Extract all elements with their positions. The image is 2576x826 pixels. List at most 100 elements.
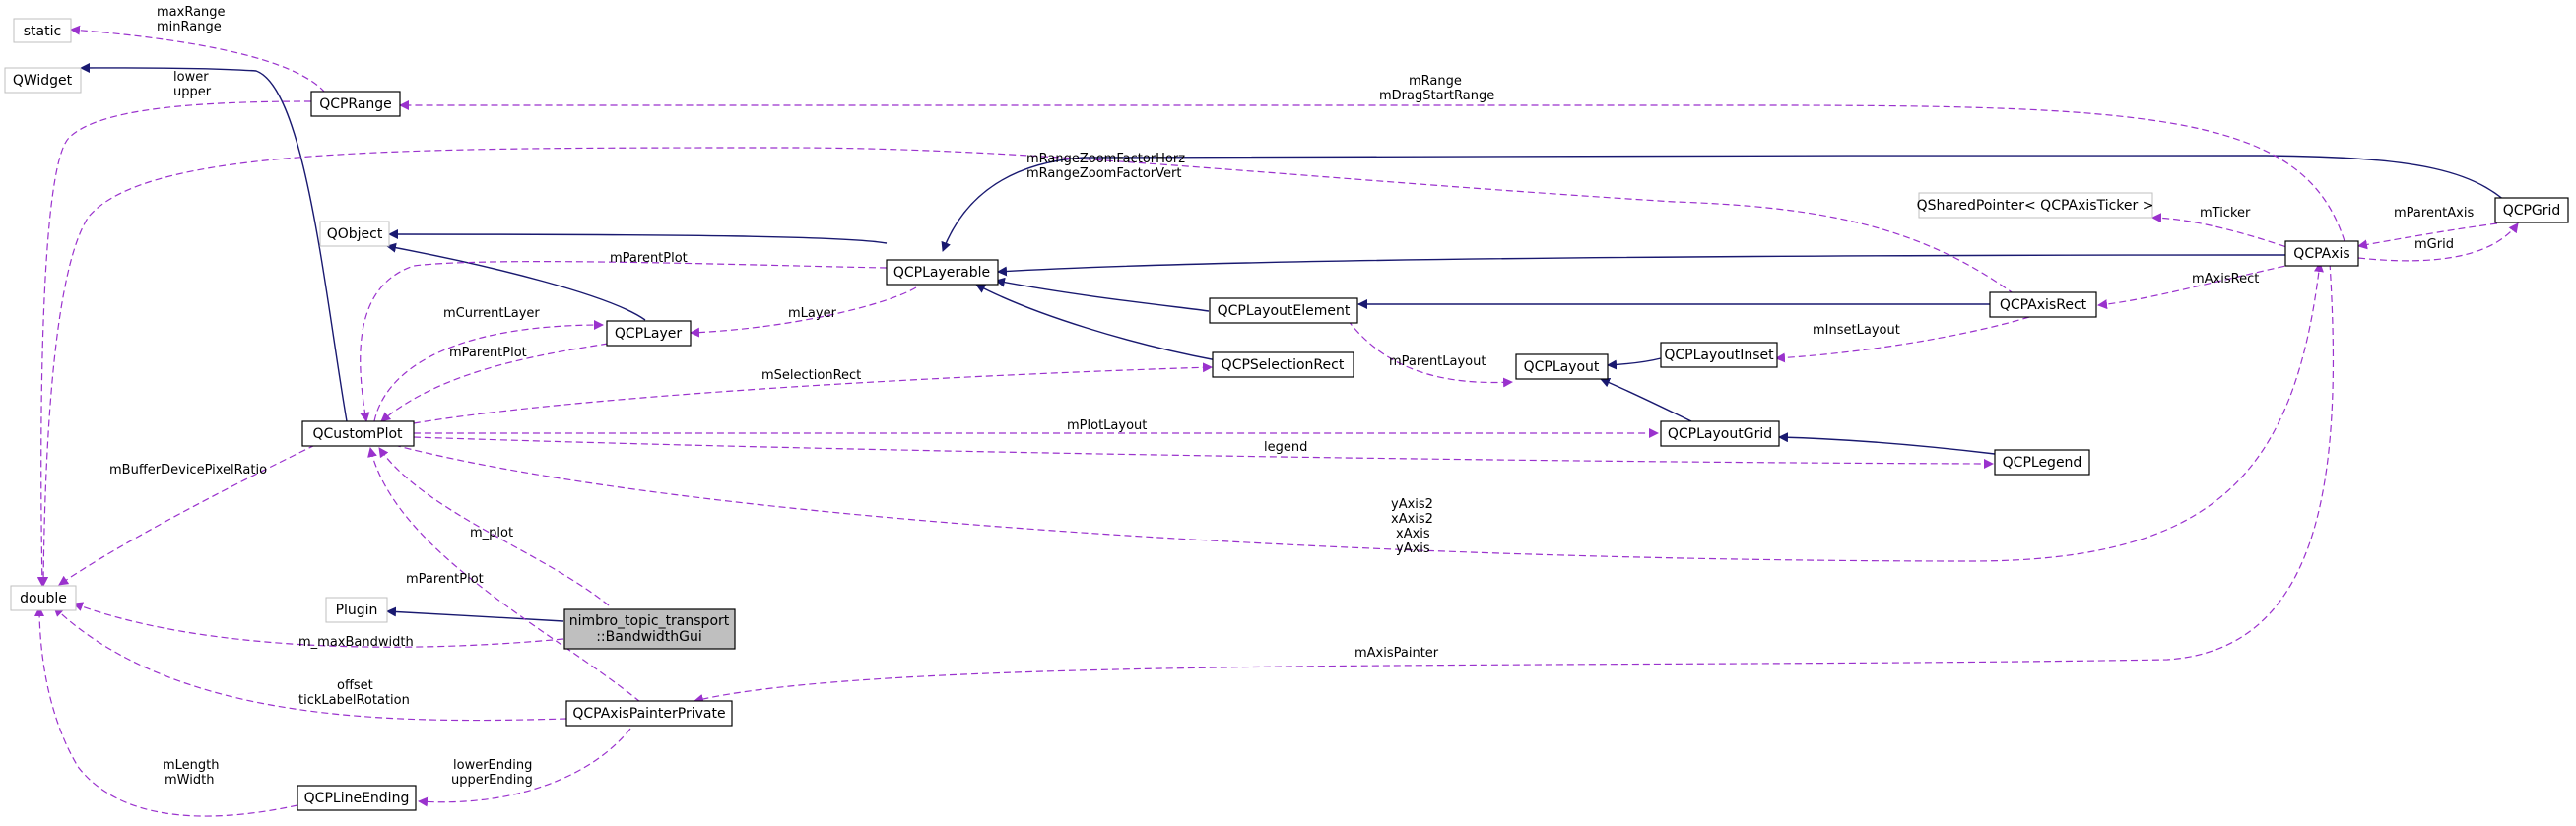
edge-qcpaxispainterprivate-qcplineending bbox=[418, 728, 631, 807]
node-label-qsharedpointer: QSharedPointer< QCPAxisTicker > bbox=[1917, 198, 2154, 214]
node-label-qobject: QObject bbox=[327, 226, 383, 242]
edge-labels: maxRange minRange lower upper mRange mDr… bbox=[109, 5, 2474, 788]
node-qcplayerable[interactable]: QCPLayerable bbox=[886, 259, 999, 286]
node-qcplayoutinset[interactable]: QCPLayoutInset bbox=[1660, 342, 1778, 368]
edge-label-mparentaxis: mParentAxis bbox=[2394, 206, 2474, 221]
edge-qcprange-double bbox=[36, 100, 312, 587]
edge-label-minrange: minRange bbox=[157, 20, 222, 34]
edge-qcpaxis-qcprange bbox=[399, 100, 2345, 242]
node-label-qcpaxispainterprivate: QCPAxisPainterPrivate bbox=[572, 706, 725, 722]
node-qcplineending[interactable]: QCPLineEnding bbox=[297, 785, 417, 811]
node-label-qcplayout: QCPLayout bbox=[1524, 359, 1600, 375]
nodes: static QWidget QObject double Plugin QSh… bbox=[4, 18, 2569, 811]
node-label-plugin: Plugin bbox=[336, 603, 378, 618]
edge-qcpaxis-qcplayerable bbox=[997, 254, 2286, 277]
edge-label-yaxis: yAxis bbox=[1396, 541, 1430, 556]
node-label-bandwidthgui-1: nimbro_topic_transport bbox=[569, 613, 730, 629]
edge-qcpaxis-qsharedpointer bbox=[2151, 213, 2296, 251]
edge-qcplineending-double bbox=[34, 606, 298, 817]
edge-label-upperending: upperEnding bbox=[451, 773, 533, 788]
edge-label-maxispainter: mAxisPainter bbox=[1354, 646, 1439, 661]
edge-label-maxrange: maxRange bbox=[157, 5, 226, 20]
edge-label-minsetlayout: mInsetLayout bbox=[1813, 323, 1900, 338]
node-label-qcpgrid: QCPGrid bbox=[2503, 203, 2561, 219]
edge-label-yaxis2: yAxis2 bbox=[1391, 497, 1433, 512]
node-label-qcpselectionrect: QCPSelectionRect bbox=[1222, 357, 1345, 373]
node-label-qcplayoutelement: QCPLayoutElement bbox=[1218, 303, 1351, 319]
node-qcplayoutgrid[interactable]: QCPLayoutGrid bbox=[1660, 420, 1780, 447]
edge-label-upper: upper bbox=[173, 85, 212, 99]
node-label-qcprange: QCPRange bbox=[319, 96, 392, 112]
edges bbox=[34, 25, 2523, 817]
edge-label-mdragstartrange: mDragStartRange bbox=[1379, 89, 1494, 103]
edge-label-xaxis: xAxis bbox=[1396, 527, 1430, 541]
node-label-qcplayer: QCPLayer bbox=[615, 326, 683, 342]
node-qcplayout[interactable]: QCPLayout bbox=[1515, 353, 1609, 380]
node-label-qwidget: QWidget bbox=[13, 73, 73, 89]
edge-label-mlength: mLength bbox=[163, 758, 220, 773]
edge-label-mrangezoomfactorhorz: mRangeZoomFactorHorz bbox=[1026, 152, 1185, 166]
node-qcplayer[interactable]: QCPLayer bbox=[606, 320, 692, 347]
edge-label-m-plot: m_plot bbox=[470, 526, 513, 540]
node-qcplegend[interactable]: QCPLegend bbox=[1994, 449, 2090, 476]
node-qsharedpointer[interactable]: QSharedPointer< QCPAxisTicker > bbox=[1917, 192, 2154, 219]
edge-label-lower: lower bbox=[173, 70, 209, 85]
edge-label-mrangezoomfactorvert: mRangeZoomFactorVert bbox=[1026, 166, 1181, 181]
node-qobject[interactable]: QObject bbox=[319, 221, 390, 247]
edge-label-maxisrect: mAxisRect bbox=[2192, 272, 2259, 286]
edge-label-lowerending: lowerEnding bbox=[453, 758, 532, 773]
edge-label-xaxis2: xAxis2 bbox=[1391, 512, 1433, 527]
node-label-qcplegend: QCPLegend bbox=[2003, 455, 2082, 471]
edge-label-mgrid: mGrid bbox=[2414, 237, 2454, 252]
node-qcustomplot[interactable]: QCustomPlot bbox=[301, 420, 415, 447]
node-qcplayoutelement[interactable]: QCPLayoutElement bbox=[1209, 297, 1358, 324]
node-double[interactable]: double bbox=[10, 585, 77, 611]
edge-qcplayoutelement-qcplayout bbox=[1347, 319, 1513, 388]
edge-bandwidthgui-plugin bbox=[386, 606, 564, 622]
node-qcpaxis[interactable]: QCPAxis bbox=[2284, 240, 2359, 267]
edge-qcplayerable-qcplayer bbox=[690, 286, 917, 338]
edge-qcplayoutinset-qcplayout bbox=[1607, 357, 1662, 370]
node-bandwidthgui[interactable]: nimbro_topic_transport ::BandwidthGui bbox=[563, 608, 736, 650]
edge-qcpaxis-qcpgrid bbox=[2357, 222, 2519, 262]
node-label-qcplineending: QCPLineEnding bbox=[304, 791, 410, 806]
node-qcpgrid[interactable]: QCPGrid bbox=[2494, 197, 2569, 223]
edge-label-offset: offset bbox=[337, 678, 373, 693]
edge-qcpgrid-qcplayerable bbox=[941, 155, 2523, 252]
node-plugin[interactable]: Plugin bbox=[325, 597, 388, 623]
node-qwidget[interactable]: QWidget bbox=[4, 67, 82, 94]
edge-qcplayerable-qcustomplot bbox=[360, 261, 888, 422]
edge-label-legend: legend bbox=[1264, 440, 1307, 455]
node-qcpselectionrect[interactable]: QCPSelectionRect bbox=[1212, 351, 1354, 378]
edge-qcpaxis-qcpaxispainterprivate bbox=[694, 262, 2335, 704]
edge-label-mselectionrect: mSelectionRect bbox=[761, 368, 861, 383]
edge-qcprange-static bbox=[70, 25, 326, 94]
node-label-qcplayoutinset: QCPLayoutInset bbox=[1664, 348, 1774, 363]
edge-label-mrange: mRange bbox=[1409, 74, 1462, 89]
edge-label-mbufferdevicepixelratio: mBufferDevicePixelRatio bbox=[109, 463, 267, 477]
node-qcpaxisrect[interactable]: QCPAxisRect bbox=[1989, 291, 2097, 318]
edge-label-mlayer: mLayer bbox=[788, 306, 837, 321]
edge-qcustomplot-double bbox=[58, 444, 316, 586]
edge-qcustomplot-qcpselectionrect bbox=[413, 362, 1213, 424]
node-label-bandwidthgui-2: ::BandwidthGui bbox=[596, 629, 702, 645]
edge-qcpaxispainterprivate-double bbox=[53, 606, 567, 722]
edge-qcplegend-qcplayoutgrid bbox=[1778, 432, 1996, 455]
edge-qcplayerable-qobject bbox=[388, 229, 888, 244]
node-qcpaxispainterprivate[interactable]: QCPAxisPainterPrivate bbox=[565, 700, 733, 727]
edge-qcustomplot-qcpaxis bbox=[393, 262, 2324, 562]
node-label-double: double bbox=[20, 591, 67, 606]
node-static[interactable]: static bbox=[13, 18, 72, 43]
node-qcprange[interactable]: QCPRange bbox=[310, 91, 401, 117]
node-label-qcpaxis: QCPAxis bbox=[2293, 246, 2349, 262]
node-label-qcplayerable: QCPLayerable bbox=[893, 265, 990, 281]
edge-label-m-maxbandwidth: m_maxBandwidth bbox=[298, 635, 414, 650]
edge-label-mplotlayout: mPlotLayout bbox=[1067, 418, 1147, 433]
edge-qcustomplot-qcplayer bbox=[373, 320, 604, 422]
edge-qcplayoutgrid-qcplayout bbox=[1600, 377, 1692, 422]
edge-label-mticker: mTicker bbox=[2200, 206, 2251, 221]
edge-qcustomplot-qwidget bbox=[80, 62, 348, 422]
edge-label-mparentlayout: mParentLayout bbox=[1389, 354, 1486, 369]
edge-qcplayoutelement-qcplayerable bbox=[995, 277, 1210, 312]
